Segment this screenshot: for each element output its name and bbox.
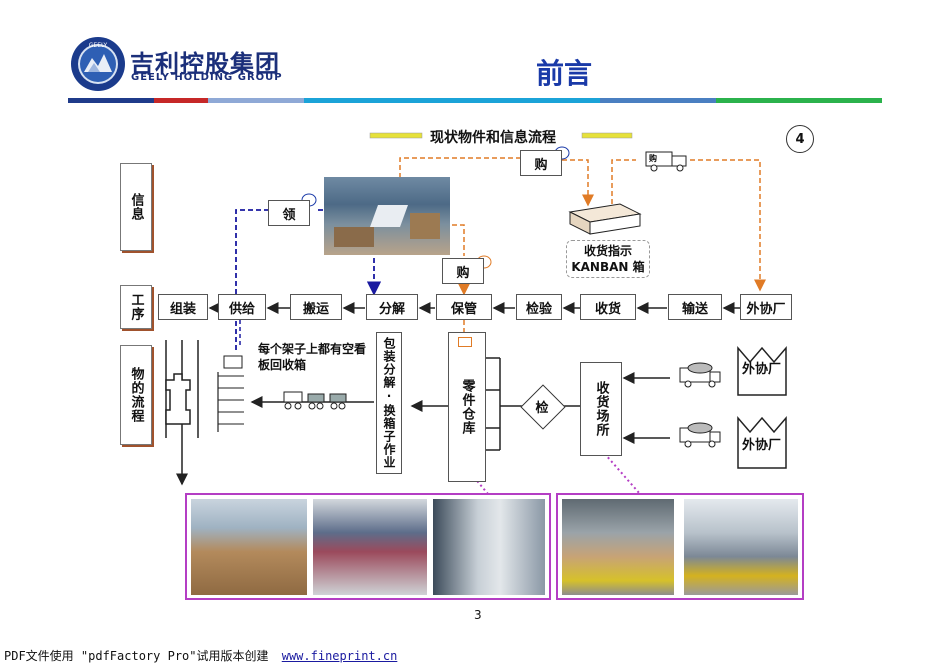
geely-emblem-icon: GEELY (71, 37, 125, 91)
supplier-factory-1: 外协厂 (742, 362, 782, 377)
header-color-bar (68, 98, 882, 103)
truck-icon (679, 422, 721, 448)
warehouse-photo (433, 499, 545, 595)
pdf-notice: PDF文件使用 "pdfFactory Pro"试用版本创建 www.finep… (4, 647, 397, 664)
process-step-delivery: 输送 (668, 294, 722, 320)
category-info: 信息 (120, 163, 152, 251)
kanban-label: 收货指示 KANBAN 箱 (566, 240, 650, 278)
warehouse-photo (191, 499, 307, 595)
kanban-box-icon (568, 203, 642, 235)
inspection-label: 检 (535, 401, 549, 416)
receiving-photo (684, 499, 798, 595)
warehouse-photo (313, 499, 427, 595)
process-step-supplier: 外协厂 (740, 294, 792, 320)
rack-note: 每个架子上都有空看板回收箱 (258, 342, 367, 372)
delivery-truck-icon (645, 151, 687, 172)
parts-warehouse: 零件仓库 (448, 332, 486, 482)
photo-group-left (185, 493, 551, 600)
process-step-disassemble: 分解 (366, 294, 418, 320)
process-step-supply: 供给 (218, 294, 266, 320)
photo-group-right (556, 493, 804, 600)
process-step-storage: 保管 (436, 294, 492, 320)
supplier-factory-2: 外协厂 (742, 438, 782, 453)
bar-segment (304, 98, 600, 103)
pdf-link[interactable]: www.fineprint.cn (281, 649, 398, 663)
process-step-inspection: 检验 (516, 294, 562, 320)
take-box: 领 (268, 200, 310, 226)
warehouse-kanban-icon (458, 337, 472, 347)
category-material-flow: 物的流程 (120, 345, 152, 445)
truck-purchase-label: 购 (649, 154, 657, 163)
receiving-area: 收货场所 (580, 362, 622, 456)
page-title: 前言 (536, 57, 593, 90)
buy-box-middle: 购 (442, 258, 484, 284)
logo-company-name-cn: 吉利控股集团 (130, 50, 280, 78)
packing-box: 包装分解·换箱子作业 (376, 332, 402, 474)
diagram-subtitle: 现状物件和信息流程 (430, 130, 556, 146)
logo-company-name-en: GEELY HOLDING GROUP (131, 72, 283, 83)
bar-segment (716, 98, 882, 103)
process-step-assembly: 组装 (158, 294, 208, 320)
process-step-transport: 搬运 (290, 294, 342, 320)
category-process: 工序 (120, 285, 152, 329)
bar-segment (154, 98, 208, 103)
warehouse-photo-top (324, 177, 450, 255)
page-number: 3 (474, 608, 482, 622)
bar-segment (68, 98, 154, 103)
bar-segment (600, 98, 716, 103)
company-logo: GEELY (70, 36, 126, 92)
process-step-receiving: 收货 (580, 294, 636, 320)
tugger-train-icon (283, 391, 347, 410)
bar-segment (208, 98, 304, 103)
page-badge: 4 (786, 125, 814, 153)
logo-ring-text: GEELY (89, 42, 108, 49)
kanban-text: 收货指示 KANBAN 箱 (571, 244, 645, 274)
buy-box-top: 购 (520, 150, 562, 176)
truck-icon (679, 362, 721, 388)
receiving-photo (562, 499, 674, 595)
pdf-notice-text: PDF文件使用 "pdfFactory Pro"试用版本创建 (4, 649, 269, 663)
